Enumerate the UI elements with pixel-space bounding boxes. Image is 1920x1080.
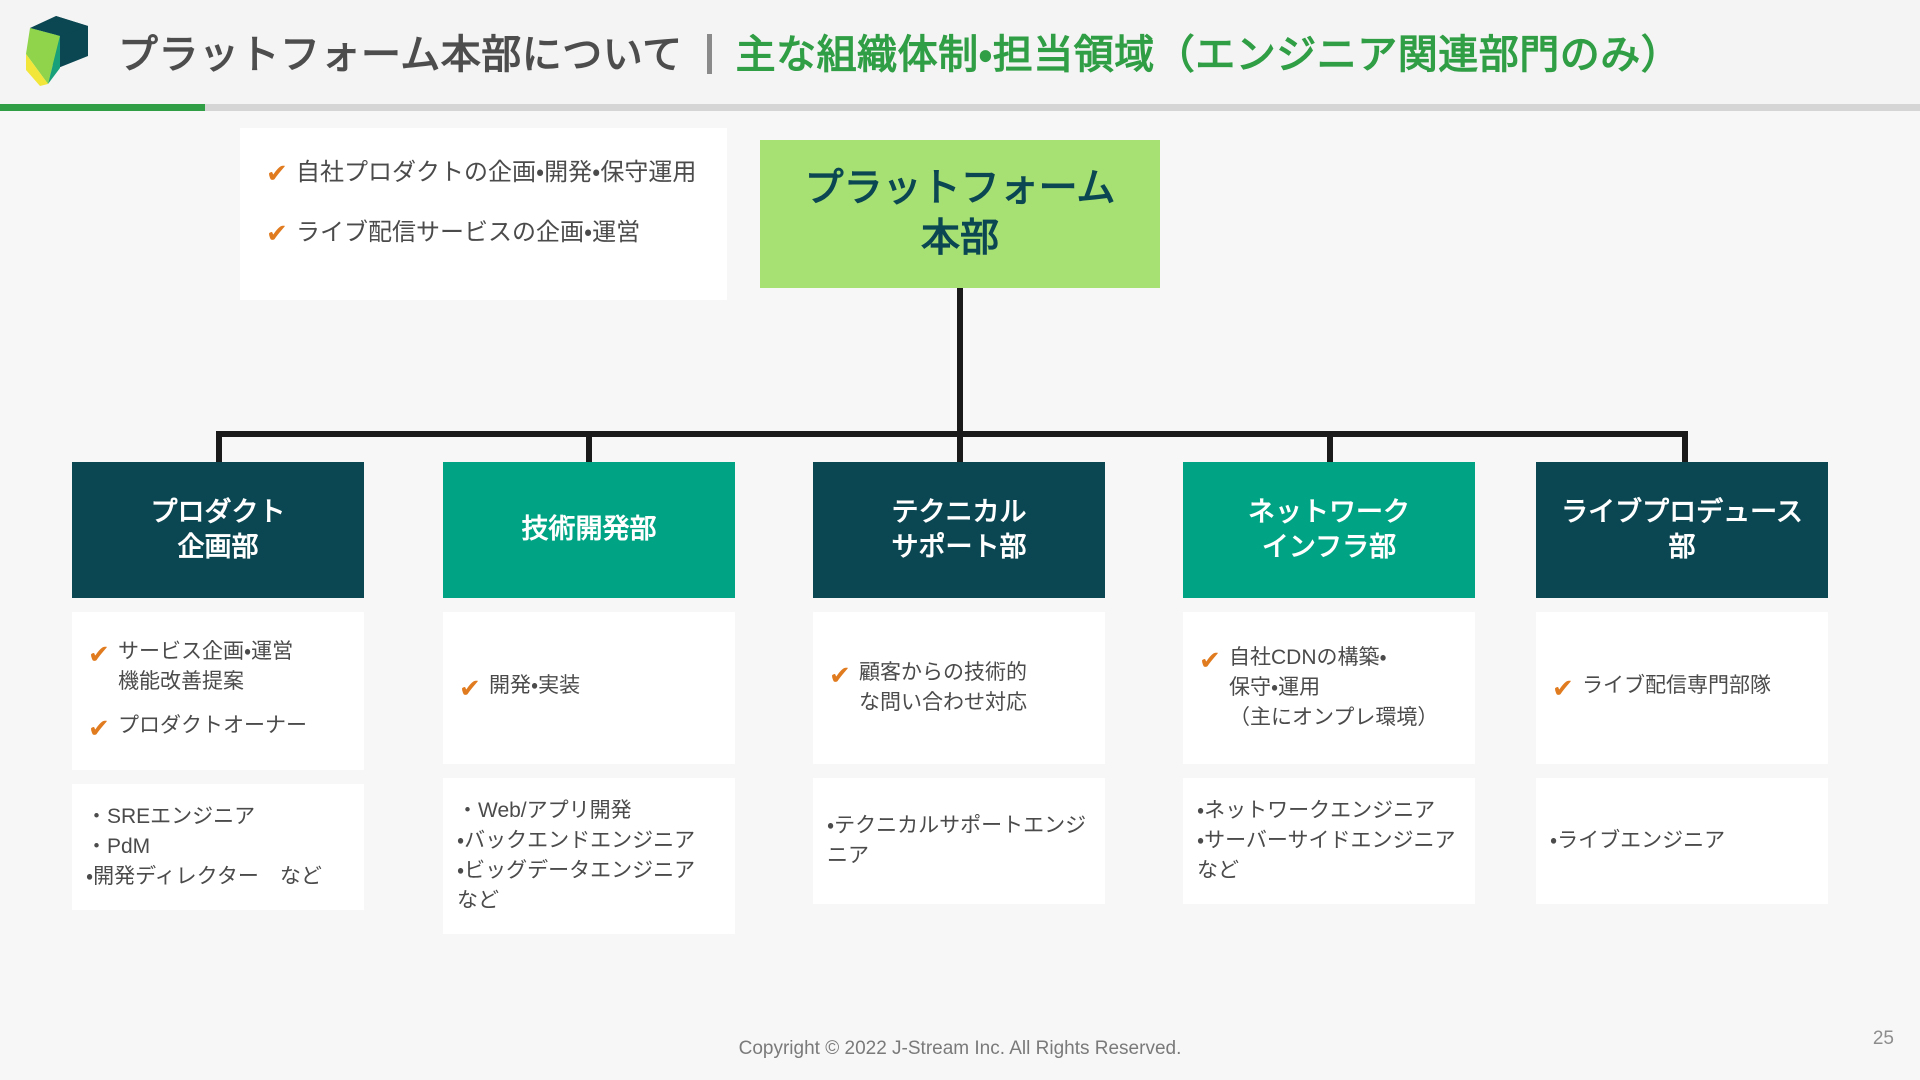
dept-column-1: プロダクト 企画部 ✔ サービス企画・運営 機能改善提案 ✔ プロダクトオーナー… [72, 462, 364, 910]
role-line: ・ネットワークエンジニア [1197, 799, 1436, 822]
connector-drop-dept-3 [957, 431, 963, 464]
dept-header-5-line1: ライブプロデュース [1561, 496, 1803, 527]
dept-header-1[interactable]: プロダクト 企画部 [72, 462, 364, 598]
dept-header-2-label: 技術開発部 [522, 512, 657, 547]
page-number: 25 [1872, 1028, 1894, 1049]
dept-column-3: テクニカル サポート部 ✔ 顧客からの技術的 な問い合わせ対応 ・テクニカルサポ… [813, 462, 1105, 904]
dept-roles-panel-5: ・ライブエンジニア [1536, 778, 1828, 904]
page-title: プラットフォーム本部について 主な組織体制・担当領域（エンジニア関連部門のみ） [118, 14, 1681, 88]
role-line: ・開発ディレクター など [86, 865, 322, 888]
page-title-main: プラットフォーム本部について [118, 33, 683, 77]
dept-roles-panel-4: ・ネットワークエンジニア ・サーバーサイドエンジニア など [1183, 778, 1475, 904]
page-title-sub: 主な組織体制・担当領域（エンジニア関連部門のみ） [735, 33, 1682, 77]
dept-header-3-line1: テクニカル [891, 496, 1027, 527]
connector-drop-dept-4 [1327, 431, 1333, 464]
role-line: ・サーバーサイドエンジニア [1197, 829, 1456, 852]
check-icon: ✔ [829, 660, 851, 690]
jstream-cube-logo-icon [18, 10, 98, 92]
dept-header-3[interactable]: テクニカル サポート部 [813, 462, 1105, 598]
dept-duties-panel-5: ✔ ライブ配信専門部隊 [1536, 612, 1828, 764]
duty-item: ✔ プロダクトオーナー [88, 711, 348, 745]
dept-header-2-line1: 技術開発部 [521, 514, 657, 545]
dept-header-5-label: ライブプロデュース 部 [1561, 495, 1803, 565]
org-root-node: プラットフォーム 本部 [760, 140, 1160, 288]
dept-header-3-label: テクニカル サポート部 [892, 495, 1027, 565]
role-line: ・PdM [86, 835, 151, 858]
check-icon: ✔ [88, 713, 110, 743]
check-icon: ✔ [1199, 645, 1221, 675]
check-icon: ✔ [266, 158, 288, 188]
dept-column-5: ライブプロデュース 部 ✔ ライブ配信専門部隊 ・ライブエンジニア [1536, 462, 1828, 904]
check-icon: ✔ [459, 673, 481, 703]
duty-item: ✔ 自社CDNの構築・ 保守・運用 （主にオンプレ環境） [1199, 643, 1459, 733]
dept-header-3-line2: サポート部 [891, 532, 1027, 562]
connector-drop-dept-1 [216, 431, 222, 464]
duty-item-label: 顧客からの技術的 な問い合わせ対応 [859, 661, 1027, 714]
role-line: ・バックエンドエンジニア [457, 829, 696, 852]
role-line: ・ビッグデータエンジニア [457, 859, 696, 882]
connector-drop-dept-2 [586, 431, 592, 464]
duty-item: ✔ 開発・実装 [459, 671, 719, 705]
dept-header-1-label: プロダクト 企画部 [151, 495, 286, 565]
callout-item-label: ライブ配信サービスの企画・運営 [296, 219, 641, 246]
callout-item: ✔ ライブ配信サービスの企画・運営 [266, 216, 701, 250]
dept-header-4-line1: ネットワーク [1248, 496, 1410, 527]
dept-duties-panel-2: ✔ 開発・実装 [443, 612, 735, 764]
dept-column-4: ネットワーク インフラ部 ✔ 自社CDNの構築・ 保守・運用 （主にオンプレ環境… [1183, 462, 1475, 904]
duty-item-label: 開発・実装 [489, 674, 581, 697]
summary-callout: ✔ 自社プロダクトの企画・開発・保守運用 ✔ ライブ配信サービスの企画・運営 [240, 128, 727, 300]
dept-header-4-line2: インフラ部 [1261, 532, 1397, 562]
title-separator [706, 34, 712, 74]
duty-item-label: 自社CDNの構築・ 保守・運用 （主にオンプレ環境） [1229, 646, 1439, 729]
dept-roles-panel-1: ・SREエンジニア ・PdM ・開発ディレクター など [72, 784, 364, 910]
callout-item-label: 自社プロダクトの企画・開発・保守運用 [296, 159, 697, 186]
org-root-node-line2: 本部 [920, 217, 999, 260]
duty-item-label: プロダクトオーナー [118, 714, 307, 737]
dept-header-5-line2: 部 [1668, 532, 1696, 562]
role-line: ・Web/アプリ開発 [457, 799, 632, 822]
duty-item: ✔ 顧客からの技術的 な問い合わせ対応 [829, 658, 1089, 718]
role-line: ・テクニカルサポートエンジ ニア [827, 814, 1087, 867]
org-root-node-line1: プラットフォーム [804, 167, 1116, 211]
duty-item-label: ライブ配信専門部隊 [1582, 674, 1771, 697]
dept-roles-panel-2: ・Web/アプリ開発 ・バックエンドエンジニア ・ビッグデータエンジニア など [443, 778, 735, 934]
role-line: ・SREエンジニア [86, 805, 256, 828]
dept-duties-panel-4: ✔ 自社CDNの構築・ 保守・運用 （主にオンプレ環境） [1183, 612, 1475, 764]
header-band [0, 0, 1920, 104]
dept-header-1-line2: 企画部 [177, 532, 259, 562]
duty-item: ✔ ライブ配信専門部隊 [1552, 671, 1812, 705]
connector-horizontal-bus [216, 431, 1688, 437]
dept-column-2: 技術開発部 ✔ 開発・実装 ・Web/アプリ開発 ・バックエンドエンジニア ・ビ… [443, 462, 735, 934]
org-root-node-label: プラットフォーム 本部 [805, 164, 1116, 264]
footer-copyright: Copyright © 2022 J-Stream Inc. All Right… [738, 1038, 1182, 1059]
check-icon: ✔ [88, 639, 110, 669]
dept-duties-panel-1: ✔ サービス企画・運営 機能改善提案 ✔ プロダクトオーナー [72, 612, 364, 770]
duty-item: ✔ サービス企画・運営 機能改善提案 [88, 637, 348, 697]
dept-header-4[interactable]: ネットワーク インフラ部 [1183, 462, 1475, 598]
dept-header-2[interactable]: 技術開発部 [443, 462, 735, 598]
dept-roles-panel-3: ・テクニカルサポートエンジ ニア [813, 778, 1105, 904]
role-line: など [457, 889, 499, 912]
connector-drop-dept-5 [1682, 431, 1688, 464]
check-icon: ✔ [1552, 673, 1574, 703]
connector-root-stem [957, 288, 963, 431]
callout-item: ✔ 自社プロダクトの企画・開発・保守運用 [266, 156, 701, 190]
role-line: ・ライブエンジニア [1550, 829, 1726, 852]
header-divider-accent [0, 104, 205, 111]
dept-header-4-label: ネットワーク インフラ部 [1248, 495, 1410, 565]
duty-item-label: サービス企画・運営 機能改善提案 [118, 640, 294, 693]
dept-header-5[interactable]: ライブプロデュース 部 [1536, 462, 1828, 598]
header-divider-rule [0, 104, 1920, 111]
role-line: など [1197, 859, 1239, 882]
check-icon: ✔ [266, 218, 288, 248]
dept-duties-panel-3: ✔ 顧客からの技術的 な問い合わせ対応 [813, 612, 1105, 764]
dept-header-1-line1: プロダクト [150, 496, 286, 527]
